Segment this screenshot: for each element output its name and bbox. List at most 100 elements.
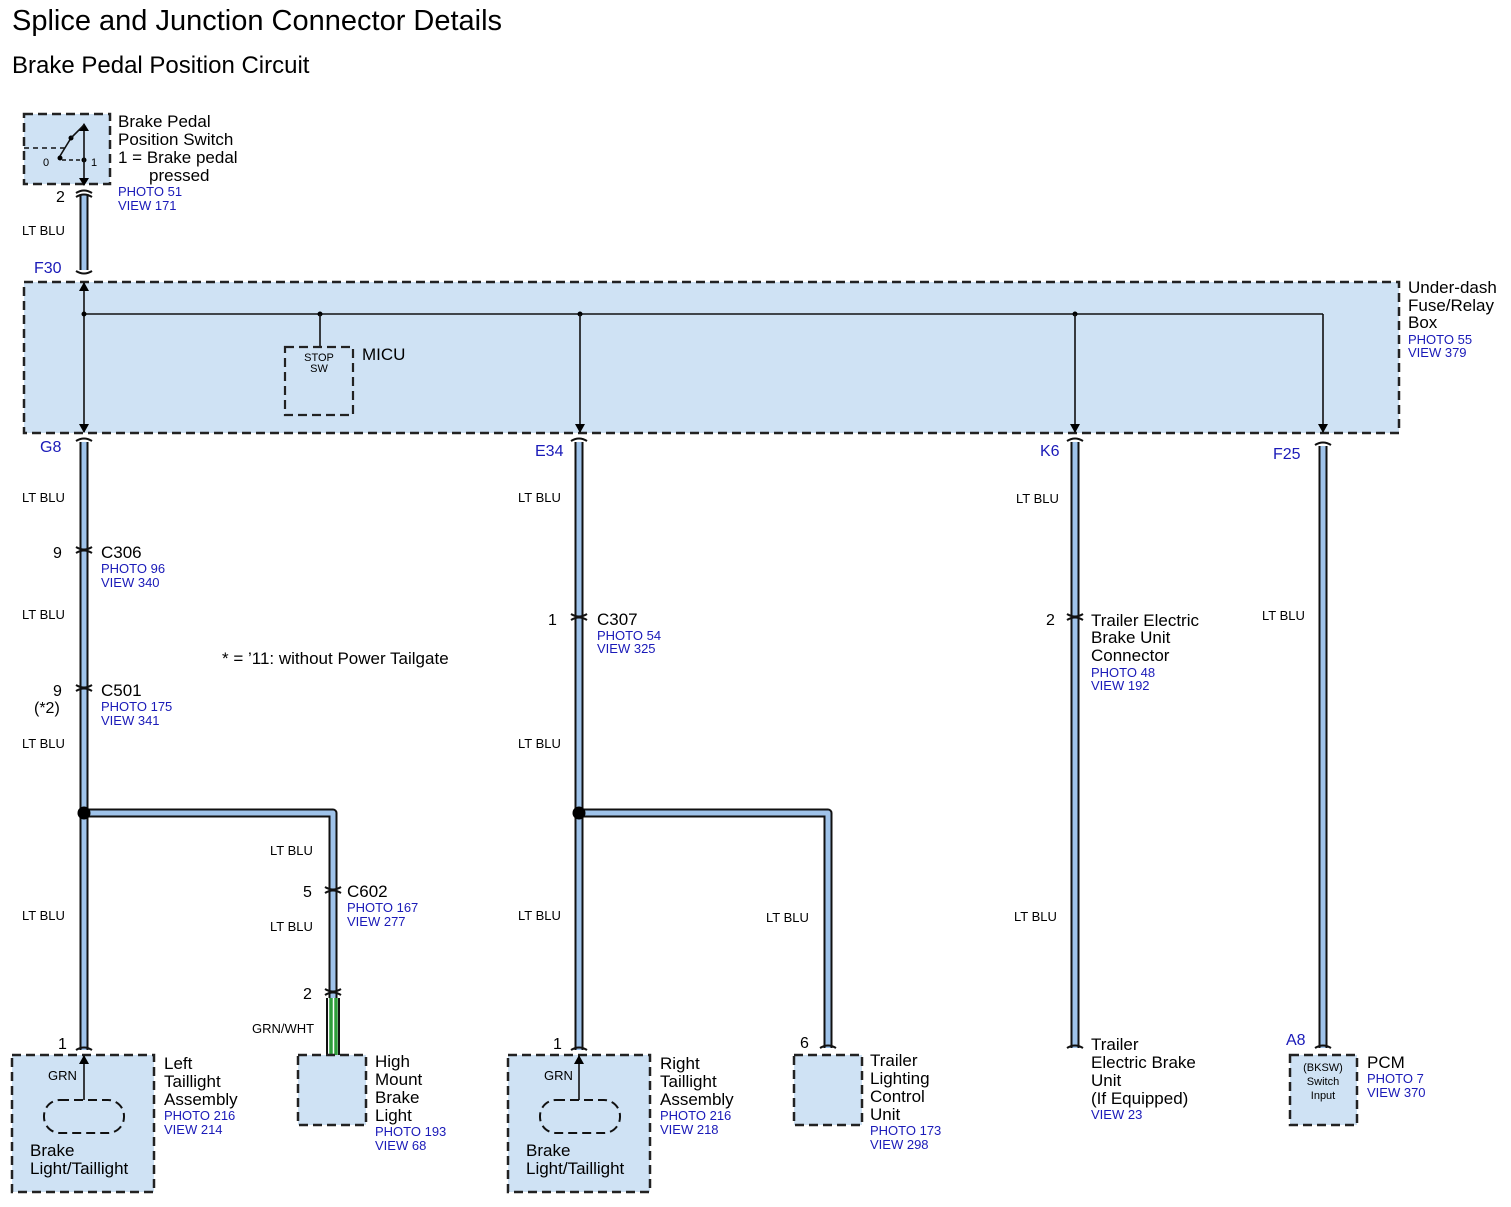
- wire-high-mount-branch: [84, 808, 338, 998]
- svg-text:2: 2: [1046, 612, 1055, 629]
- svg-text:VIEW 218: VIEW 218: [660, 1122, 719, 1137]
- svg-text:LT BLU: LT BLU: [518, 736, 561, 751]
- svg-text:Position Switch: Position Switch: [118, 130, 233, 149]
- svg-text:Under-dash: Under-dash: [1408, 278, 1497, 297]
- page-title: Splice and Junction Connector Details: [12, 5, 502, 37]
- svg-text:Brake: Brake: [30, 1141, 74, 1160]
- svg-text:Control: Control: [870, 1087, 925, 1106]
- connector-c602: 5 C602 PHOTO 167 VIEW 277: [303, 882, 418, 929]
- svg-text:LT BLU: LT BLU: [22, 736, 65, 751]
- wire-labels: LT BLU LT BLU LT BLU LT BLU LT BLU LT BL…: [22, 490, 1305, 1036]
- svg-text:Assembly: Assembly: [660, 1090, 734, 1109]
- svg-text:PHOTO 193: PHOTO 193: [375, 1124, 446, 1139]
- high-mount-brake-light: 2 High Mount Brake Light PHOTO 193 VIEW …: [296, 986, 446, 1153]
- svg-text:VIEW 23: VIEW 23: [1091, 1107, 1142, 1122]
- svg-text:Brake: Brake: [375, 1088, 419, 1107]
- svg-text:1: 1: [58, 1036, 67, 1053]
- svg-text:Light: Light: [375, 1106, 412, 1125]
- svg-text:Electric Brake: Electric Brake: [1091, 1053, 1196, 1072]
- trailer-lighting-control-unit: 6 Trailer Lighting Control Unit PHOTO 17…: [792, 1035, 941, 1152]
- svg-text:LT BLU: LT BLU: [1016, 491, 1059, 506]
- svg-text:(*2): (*2): [34, 700, 60, 717]
- svg-text:(BKSW): (BKSW): [1303, 1062, 1343, 1074]
- svg-text:Taillight: Taillight: [660, 1072, 717, 1091]
- svg-text:LT BLU: LT BLU: [22, 607, 65, 622]
- connector-c307: 1 C307 PHOTO 54 VIEW 325: [548, 610, 661, 656]
- svg-text:9: 9: [53, 545, 62, 562]
- splice-left: [77, 806, 91, 820]
- bulb-icon: [43, 1099, 125, 1134]
- connector-bars: [75, 189, 1332, 1051]
- trailer-electric-brake-unit-connector: 2 Trailer Electric Brake Unit Connector …: [1046, 611, 1199, 693]
- svg-text:VIEW 370: VIEW 370: [1367, 1085, 1426, 1100]
- svg-text:Unit: Unit: [870, 1105, 901, 1124]
- svg-text:Light/Taillight: Light/Taillight: [30, 1159, 129, 1178]
- svg-text:6: 6: [800, 1035, 809, 1052]
- pcm-module: A8 (BKSW) Switch Input PCM PHOTO 7 VIEW …: [1286, 1032, 1426, 1127]
- wires: [77, 194, 1328, 1055]
- micu-module: STOP SW MICU: [283, 345, 405, 417]
- svg-text:pressed: pressed: [149, 166, 209, 185]
- svg-text:Taillight: Taillight: [164, 1072, 221, 1091]
- under-dash-fuse-relay-box: F30 STOP SW MICU Under-dash Fuse/Relay B…: [22, 260, 1497, 463]
- svg-text:Light/Taillight: Light/Taillight: [526, 1159, 625, 1178]
- svg-text:(If Equipped): (If Equipped): [1091, 1089, 1188, 1108]
- svg-text:PHOTO 55: PHOTO 55: [1408, 332, 1472, 347]
- svg-text:GRN/WHT: GRN/WHT: [252, 1021, 314, 1036]
- svg-text:VIEW 277: VIEW 277: [347, 914, 406, 929]
- svg-text:Connector: Connector: [1091, 646, 1170, 665]
- svg-text:LT BLU: LT BLU: [1014, 909, 1057, 924]
- svg-text:PHOTO 96: PHOTO 96: [101, 561, 165, 576]
- svg-text:STOP: STOP: [304, 352, 334, 364]
- svg-text:C602: C602: [347, 882, 388, 901]
- terminal-a8: A8: [1286, 1032, 1306, 1049]
- svg-text:PHOTO 51: PHOTO 51: [118, 184, 182, 199]
- svg-text:Brake Unit: Brake Unit: [1091, 628, 1171, 647]
- svg-text:LT BLU: LT BLU: [270, 919, 313, 934]
- svg-text:1: 1: [548, 612, 557, 629]
- svg-text:Brake Pedal: Brake Pedal: [118, 112, 211, 131]
- svg-text:PHOTO 48: PHOTO 48: [1091, 665, 1155, 680]
- svg-text:VIEW 379: VIEW 379: [1408, 345, 1467, 360]
- svg-text:LT BLU: LT BLU: [518, 908, 561, 923]
- svg-text:Trailer Electric: Trailer Electric: [1091, 611, 1199, 630]
- svg-text:5: 5: [303, 884, 312, 901]
- terminal-f25: F25: [1273, 446, 1301, 463]
- svg-text:VIEW 340: VIEW 340: [101, 575, 160, 590]
- svg-text:Lighting: Lighting: [870, 1069, 930, 1088]
- connector-c306: 9 C306 PHOTO 96 VIEW 340: [53, 543, 165, 590]
- wire-label: LT BLU: [22, 223, 65, 238]
- svg-text:Trailer: Trailer: [1091, 1035, 1139, 1054]
- svg-text:LT BLU: LT BLU: [766, 910, 809, 925]
- switch-icon: [24, 123, 89, 186]
- svg-text:GRN: GRN: [48, 1068, 77, 1083]
- right-taillight-assembly: GRN Brake Light/Taillight 1 Right Tailli…: [506, 1036, 734, 1194]
- footnote: * = ’11: without Power Tailgate: [222, 649, 449, 668]
- connector-c501: 9 (*2) C501 PHOTO 175 VIEW 341: [34, 681, 172, 728]
- svg-text:SW: SW: [310, 363, 328, 375]
- svg-text:Brake: Brake: [526, 1141, 570, 1160]
- svg-text:VIEW 68: VIEW 68: [375, 1138, 426, 1153]
- svg-text:1: 1: [553, 1036, 562, 1053]
- svg-text:Assembly: Assembly: [164, 1090, 238, 1109]
- svg-text:PHOTO 173: PHOTO 173: [870, 1123, 941, 1138]
- svg-text:LT BLU: LT BLU: [518, 490, 561, 505]
- svg-text:PCM: PCM: [1367, 1053, 1405, 1072]
- svg-text:Right: Right: [660, 1054, 700, 1073]
- svg-text:2: 2: [56, 189, 65, 206]
- svg-text:Unit: Unit: [1091, 1071, 1122, 1090]
- svg-text:LT BLU: LT BLU: [22, 490, 65, 505]
- svg-text:Switch: Switch: [1307, 1076, 1339, 1088]
- svg-text:PHOTO 7: PHOTO 7: [1367, 1071, 1424, 1086]
- svg-text:1 = Brake pedal: 1 = Brake pedal: [118, 148, 238, 167]
- svg-text:Trailer: Trailer: [870, 1051, 918, 1070]
- svg-text:PHOTO 216: PHOTO 216: [660, 1108, 731, 1123]
- svg-text:Box: Box: [1408, 313, 1438, 332]
- svg-text:Fuse/Relay: Fuse/Relay: [1408, 296, 1494, 315]
- svg-text:Input: Input: [1311, 1090, 1335, 1102]
- page-subtitle: Brake Pedal Position Circuit: [12, 52, 310, 79]
- svg-text:C306: C306: [101, 543, 142, 562]
- bulb-icon: [539, 1099, 621, 1134]
- micu-label: MICU: [362, 345, 405, 364]
